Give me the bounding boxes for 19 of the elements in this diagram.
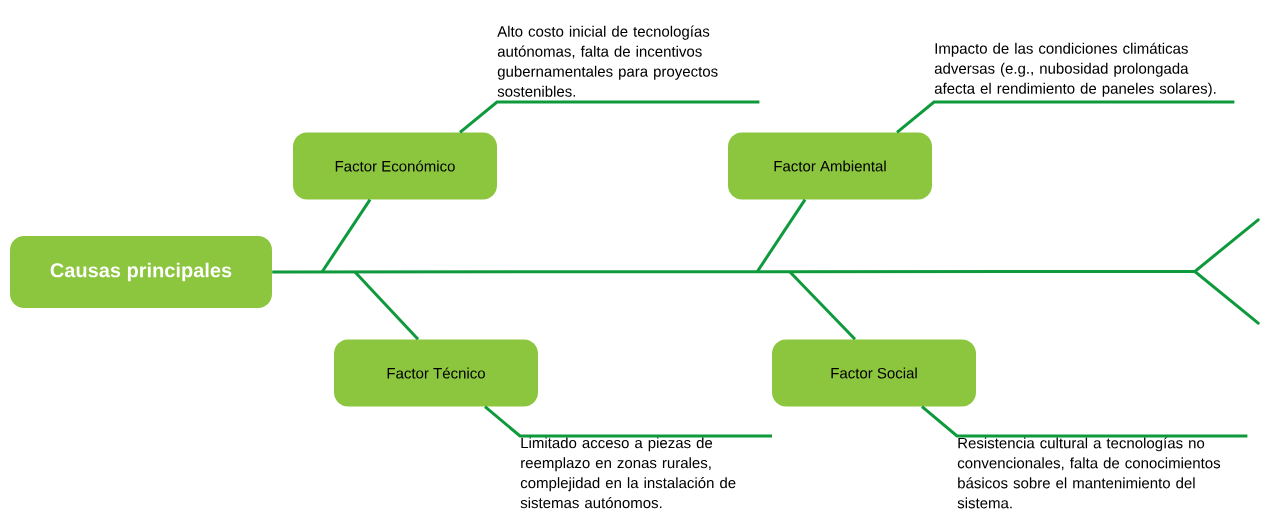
branch-line — [320, 198, 372, 273]
factor-box: Factor Ambiental — [728, 132, 932, 200]
factor-box: Factor Económico — [293, 132, 497, 200]
branch-line — [896, 100, 1235, 134]
cause-text: Resistencia cultural a tecnologías no convencionales, falta de conocimientos básicos sobre el mantenimiento del sistema. — [957, 437, 1221, 509]
factor-box: Factor Social — [772, 339, 976, 407]
branch-line — [788, 270, 857, 341]
spine-line — [272, 270, 1195, 274]
fish-tail — [1192, 218, 1260, 325]
branch-line — [459, 100, 760, 134]
title-box: Causas principales — [10, 236, 272, 308]
branch-line — [921, 405, 1248, 438]
branch-line — [353, 270, 420, 341]
branch-line — [484, 405, 774, 438]
branch-line — [755, 198, 807, 273]
cause-text: Impacto de las condiciones climáticas adversas (e.g., nubosidad prolongada afecta el rendimiento de paneles solares). — [934, 42, 1216, 97]
factor-box: Factor Técnico — [334, 339, 538, 407]
cause-text: Limitado acceso a piezas de reemplazo en zonas rurales, complejidad en la instalación de sistemas autónomos. — [520, 437, 736, 509]
cause-text: Alto costo inicial de tecnologías autónomas, falta de incentivos gubernamentales para proyectos sostenibles. — [497, 25, 718, 97]
